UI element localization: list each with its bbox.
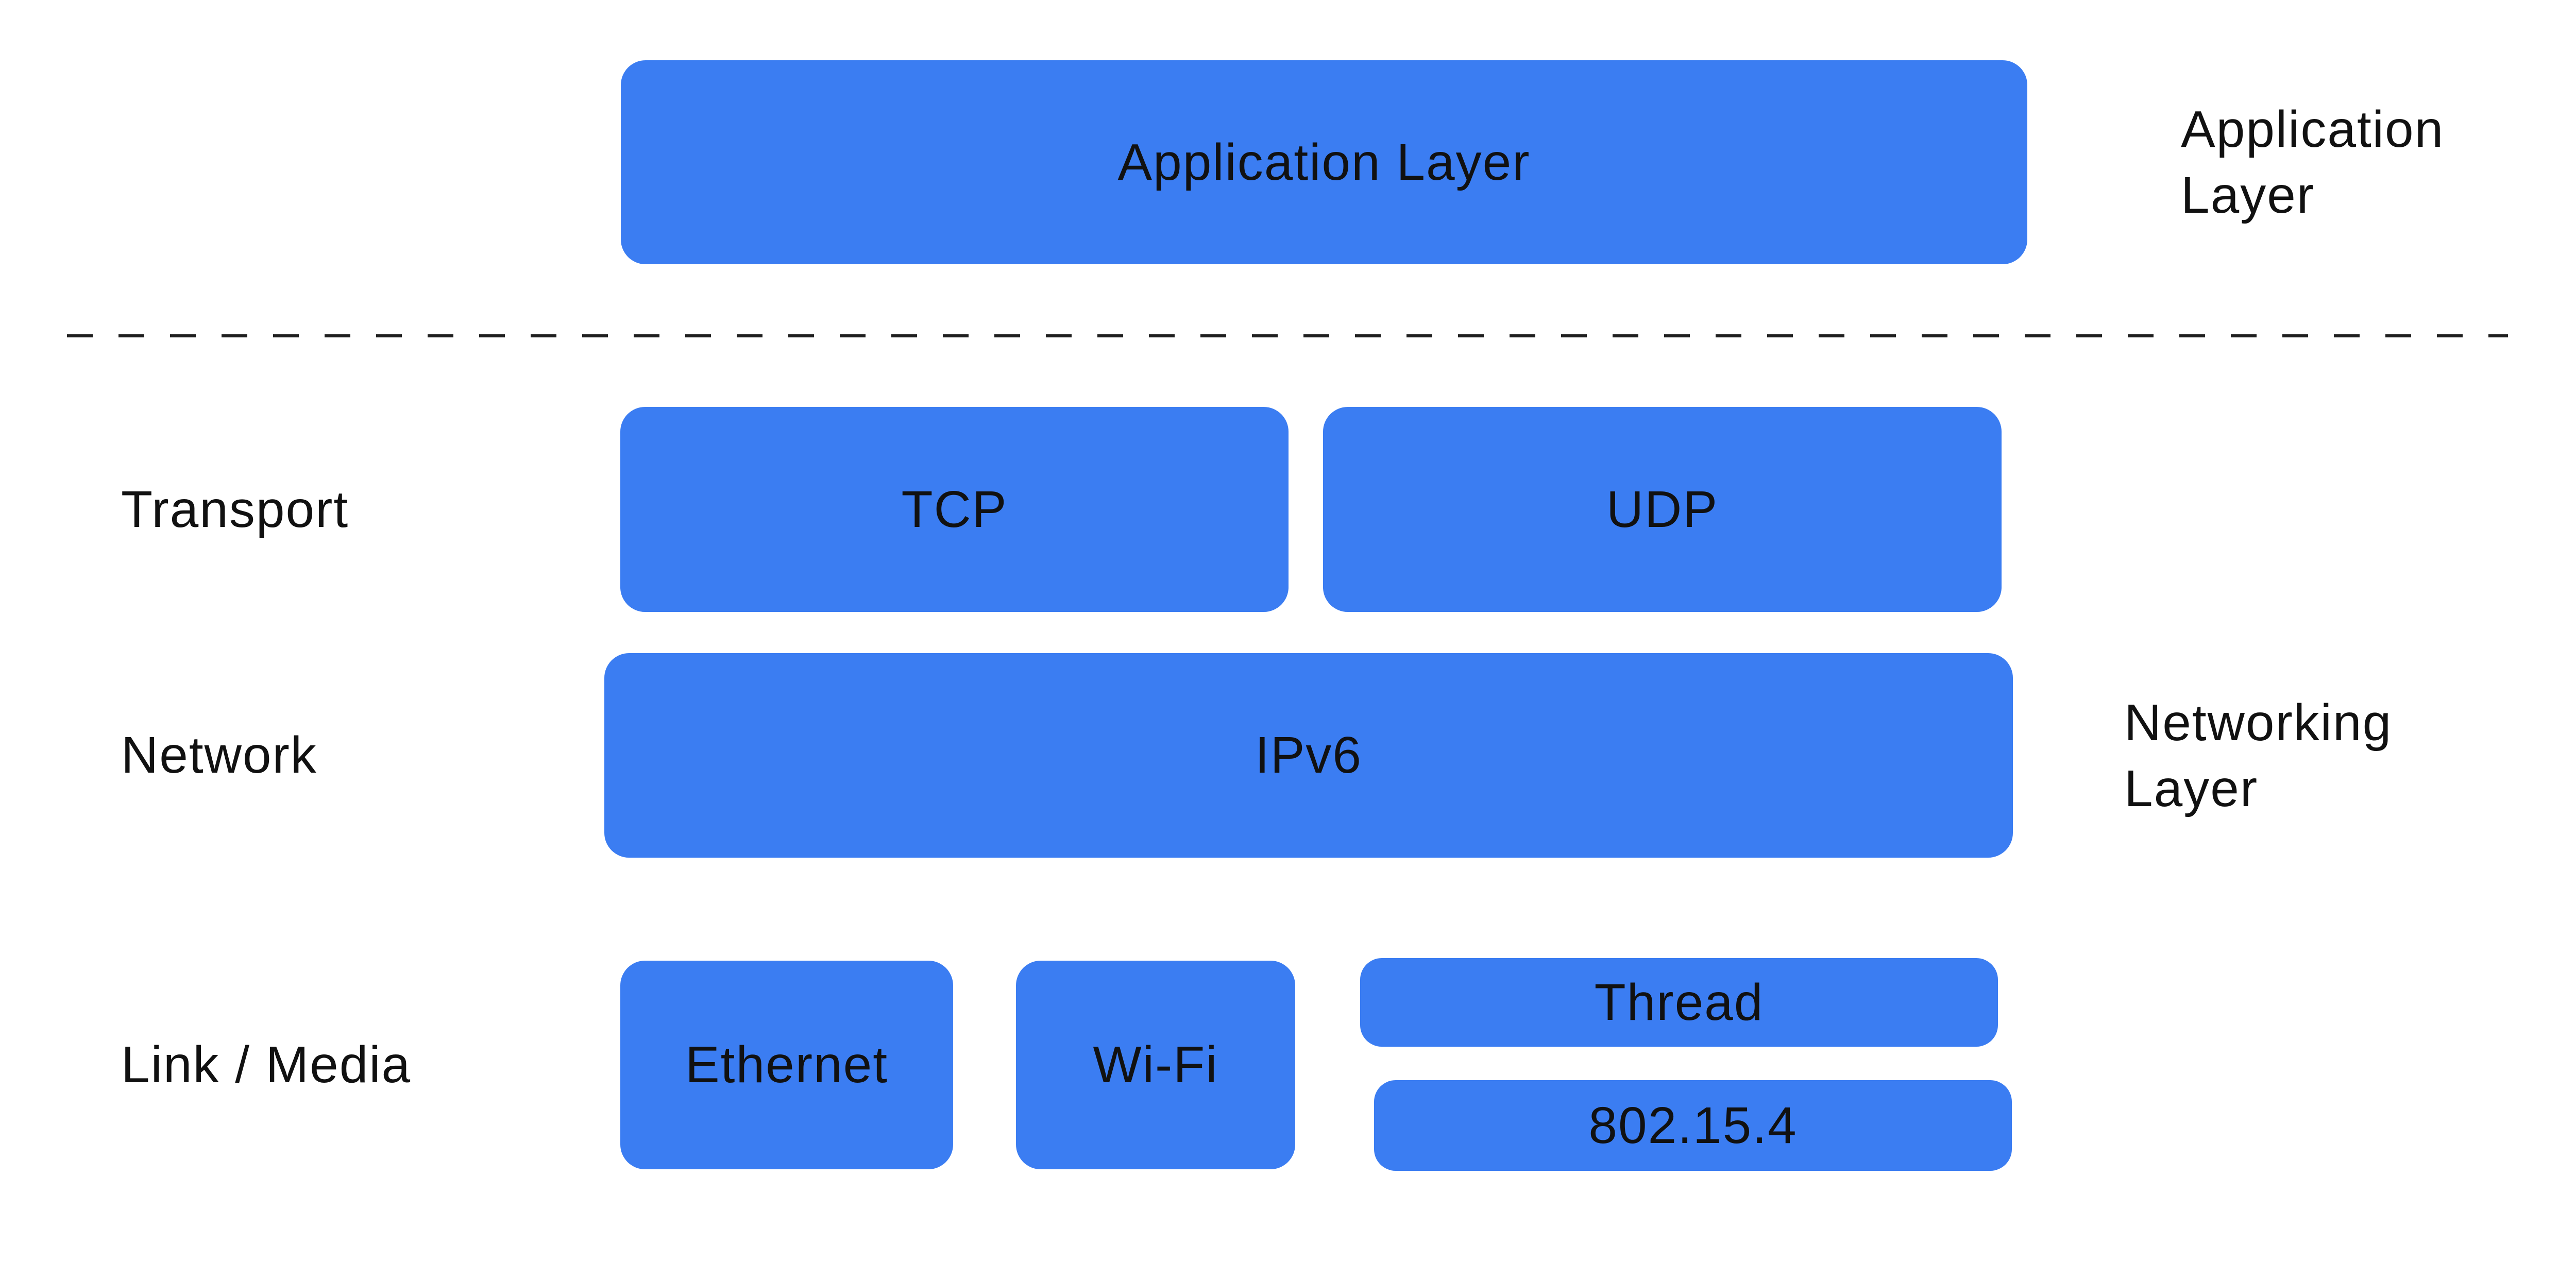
dashed-divider-line <box>67 334 2508 337</box>
ipv6-box-label: IPv6 <box>1255 726 1363 784</box>
side-label-networking-layer: Networking Layer <box>2124 653 2392 858</box>
udp-box-label: UDP <box>1606 480 1719 538</box>
side-label-application-line1: Application <box>2181 100 2445 158</box>
thread-box: Thread <box>1360 958 1998 1047</box>
ethernet-box: Ethernet <box>620 961 953 1169</box>
tcp-box: TCP <box>620 407 1289 612</box>
ethernet-box-label: Ethernet <box>685 1036 889 1094</box>
wifi-box: Wi-Fi <box>1016 961 1295 1169</box>
side-label-application-line2: Layer <box>2181 166 2315 224</box>
ieee-802-15-4-box-label: 802.15.4 <box>1588 1096 1798 1154</box>
side-label-networking-line1: Networking <box>2124 693 2393 752</box>
tcp-box-label: TCP <box>901 480 1008 538</box>
side-label-application-layer: Application Layer <box>2181 60 2444 264</box>
row-label-transport: Transport <box>121 480 349 538</box>
application-layer-box-label: Application Layer <box>1117 133 1531 191</box>
application-layer-box: Application Layer <box>621 60 2027 264</box>
wifi-box-label: Wi-Fi <box>1093 1036 1218 1094</box>
row-label-link-media: Link / Media <box>121 1036 412 1094</box>
row-label-network: Network <box>121 726 317 784</box>
thread-box-label: Thread <box>1594 973 1764 1031</box>
ieee-802-15-4-box: 802.15.4 <box>1374 1080 2012 1171</box>
udp-box: UDP <box>1323 407 2002 612</box>
ipv6-box: IPv6 <box>604 653 2013 858</box>
side-label-networking-line2: Layer <box>2124 759 2259 817</box>
